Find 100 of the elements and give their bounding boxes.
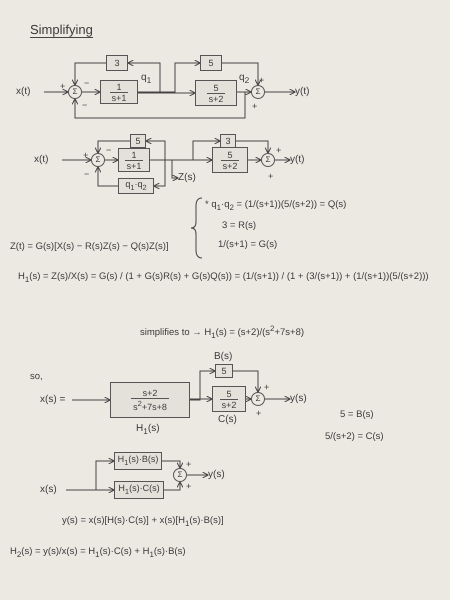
arrow bbox=[162, 460, 184, 469]
block-gain: H$_{1}$(s)·B(s) bbox=[118, 454, 158, 468]
signal-label: x(t) bbox=[34, 154, 62, 166]
title: Simplifying bbox=[30, 22, 93, 38]
signal-label: x(s) = bbox=[40, 394, 72, 406]
block-caption: C(s) bbox=[218, 414, 237, 426]
block-caption: H$_{1}$(s) bbox=[136, 423, 160, 437]
transfer-block bbox=[118, 148, 150, 172]
arrow bbox=[190, 396, 213, 402]
block-caption: B(s) bbox=[214, 351, 232, 363]
transfer-block bbox=[212, 386, 246, 412]
fraction-denominator: s+1 bbox=[110, 92, 128, 102]
arrow bbox=[82, 88, 101, 96]
arrow bbox=[72, 396, 111, 404]
equation: simplifies to → H$_{1}$(s) = (s+2)/(s$^{2}$+7s+8) bbox=[140, 323, 304, 342]
sign-mark: + bbox=[276, 146, 282, 155]
signal-label: y(s) bbox=[290, 393, 320, 405]
signal-label: x(t) bbox=[16, 86, 44, 98]
arrow bbox=[127, 60, 160, 92]
arrow bbox=[232, 370, 262, 393]
equation: H$_{1}$(s) = Z(s)/X(s) = G(s) / (1 + G(s)R(s) + G(s)Q(s)) = (1/(s+1)) / (1 + (3/(s+1)) + (1/(s+1))(5/(s+2))) bbox=[18, 270, 430, 286]
fraction-numerator: 5 bbox=[212, 82, 220, 92]
arrow bbox=[186, 472, 209, 478]
signal-label: y(t) bbox=[290, 154, 320, 166]
sign-mark: + bbox=[264, 383, 270, 392]
sign-mark: + bbox=[186, 460, 192, 469]
arrow bbox=[72, 92, 246, 118]
arrow bbox=[274, 156, 291, 164]
transfer-block bbox=[212, 147, 248, 173]
fraction-numerator: 1 bbox=[115, 82, 122, 92]
transfer-block bbox=[110, 382, 190, 418]
block-gain: 3 bbox=[225, 136, 230, 146]
summing-junction: Σ bbox=[91, 153, 105, 167]
sign-mark: − bbox=[84, 79, 90, 88]
block-gain: 5 bbox=[135, 136, 140, 146]
arrow bbox=[145, 138, 166, 160]
arrow bbox=[72, 62, 106, 86]
arrow bbox=[164, 481, 184, 490]
equation: H$_{2}$(s) = y(s)/x(s) = H$_{1}$(s)·C(s) + H$_{1}$(s)·B(s) bbox=[10, 545, 186, 561]
block-gain: 3 bbox=[114, 58, 120, 68]
fraction-numerator: 5 bbox=[226, 150, 234, 160]
equation: Z(t) = G(s)[X(s) − R(s)Z(s) − Q(s)Z(s)] bbox=[10, 240, 169, 253]
arrow bbox=[190, 368, 216, 400]
transfer-block bbox=[195, 80, 237, 106]
sign-mark: + bbox=[256, 409, 262, 418]
block-caption: q$_{2}$ bbox=[239, 72, 250, 86]
arrow bbox=[264, 396, 291, 402]
summing-junction: Σ bbox=[173, 468, 187, 482]
sign-mark: − bbox=[106, 146, 112, 155]
equation: * q$_{1}$·q$_{2}$ = (1/(s+1))(5/(s+2)) = Q(s) bbox=[205, 198, 346, 214]
signal-label: x(s) bbox=[40, 484, 66, 496]
equation: 5/(s+2) = C(s) bbox=[325, 430, 384, 443]
block-gain: 5 bbox=[221, 366, 226, 376]
sign-mark: + bbox=[186, 482, 192, 491]
transfer-block bbox=[130, 134, 146, 148]
summing-junction: Σ bbox=[68, 85, 82, 99]
signal-label: y(t) bbox=[295, 86, 325, 98]
block-gain: 5 bbox=[208, 58, 214, 68]
equation: so, bbox=[30, 370, 43, 383]
arrow bbox=[66, 486, 115, 494]
equation: 3 = R(s) bbox=[222, 219, 256, 232]
arrow bbox=[138, 90, 196, 96]
transfer-block bbox=[215, 364, 233, 378]
sign-mark: − bbox=[82, 101, 88, 110]
arrow bbox=[138, 60, 201, 92]
fraction-denominator: s+2 bbox=[206, 92, 226, 104]
fraction-denominator: s+2 bbox=[220, 160, 240, 170]
transfer-block bbox=[106, 55, 128, 71]
transfer-block bbox=[118, 178, 154, 194]
arrow bbox=[248, 156, 262, 164]
fraction-denominator: s$^{2}$+7s+8 bbox=[131, 398, 169, 412]
fraction-numerator: 5 bbox=[225, 388, 232, 398]
transfer-block bbox=[200, 55, 222, 71]
signal-label: Z(s) bbox=[178, 172, 204, 184]
fraction-denominator: s+1 bbox=[124, 160, 144, 170]
arrow bbox=[264, 88, 296, 96]
block-gain: H$_{1}$(s)·C(s) bbox=[118, 483, 160, 497]
block-caption: q$_{1}$ bbox=[141, 72, 152, 86]
arrow bbox=[94, 140, 130, 154]
sign-mark: + bbox=[83, 151, 88, 160]
transfer-block bbox=[114, 481, 164, 499]
sign-mark: + bbox=[268, 172, 274, 181]
arrow bbox=[150, 160, 179, 182]
block-gain: q$_{1}$·q$_{2}$ bbox=[125, 179, 147, 193]
sign-mark: + bbox=[259, 76, 264, 85]
arrow bbox=[244, 396, 252, 402]
transfer-block bbox=[220, 134, 236, 148]
transfer-block bbox=[114, 452, 162, 470]
fraction-numerator: 1 bbox=[130, 150, 138, 160]
equation: y(s) = x(s)[H(s)·C(s)] + x(s)[H$_{1}$(s)·B(s)] bbox=[62, 514, 224, 530]
signal-label: y(s) bbox=[208, 469, 238, 481]
equation: 5 = B(s) bbox=[340, 408, 374, 421]
sign-mark: + bbox=[60, 82, 66, 91]
arrow bbox=[44, 88, 69, 96]
sign-mark: − bbox=[84, 170, 90, 179]
transfer-block bbox=[100, 80, 138, 104]
summing-junction: Σ bbox=[251, 392, 265, 406]
arrow bbox=[222, 62, 262, 86]
summing-junction: Σ bbox=[251, 85, 265, 99]
arrow bbox=[236, 140, 272, 154]
